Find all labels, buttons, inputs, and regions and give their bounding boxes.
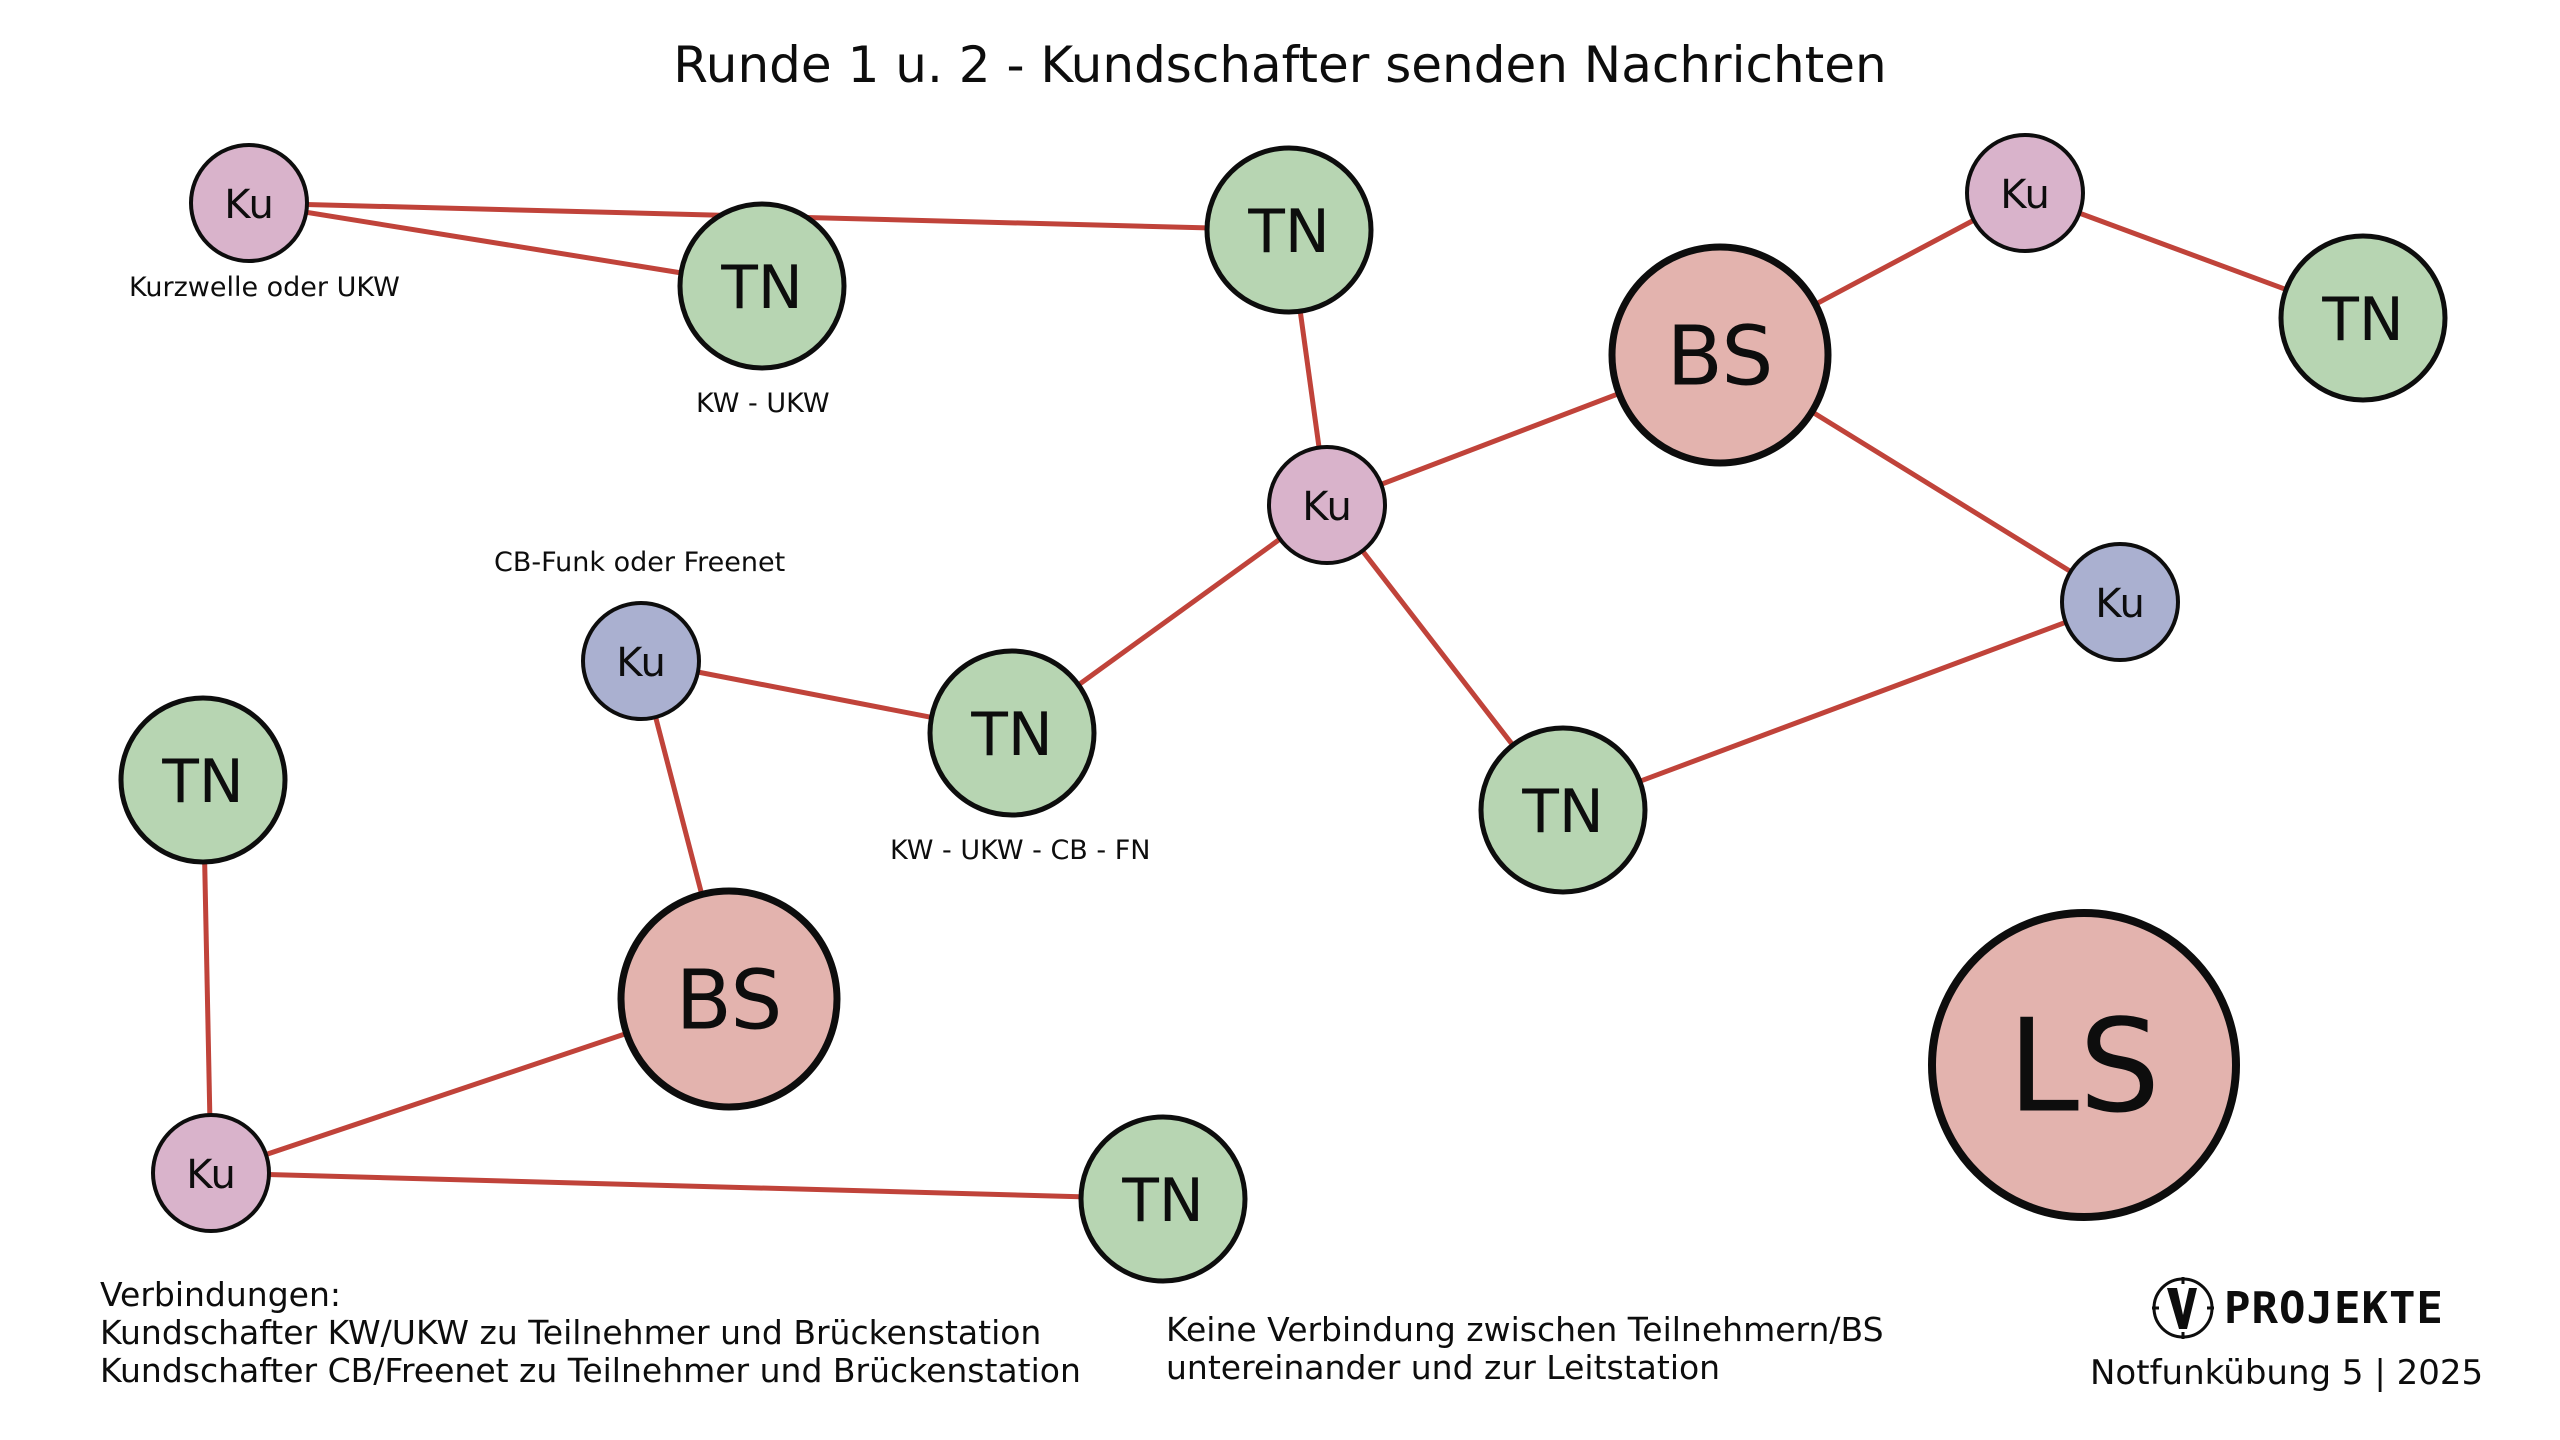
node-ku6: Ku [151, 1113, 271, 1233]
event-label: Notfunkübung 5 | 2025 [2090, 1353, 2484, 1393]
node-label: TN [2321, 285, 2404, 355]
node-circle [927, 648, 1097, 818]
footer-no-connection-note: Keine Verbindung zwischen Teilnehmern/BS… [1166, 1310, 1884, 1387]
node-circle [1078, 1114, 1248, 1284]
node-circle [1608, 243, 1832, 467]
node-circle [118, 695, 288, 865]
node-circle [1478, 725, 1648, 895]
logo: PROJEKTE [2150, 1275, 2444, 1341]
node-label: BS [676, 954, 783, 1049]
page-title: Runde 1 u. 2 - Kundschafter senden Nachr… [673, 36, 1887, 94]
node-label: TN [970, 700, 1053, 770]
caption-ku-cb-freenet: CB-Funk oder Freenet [494, 547, 786, 578]
node-label: TN [720, 253, 803, 323]
node-ku4: Ku [2060, 542, 2180, 662]
node-circle [1267, 445, 1387, 565]
node-tn5: TN [1478, 725, 1648, 895]
node-label: Ku [2000, 172, 2050, 218]
node-circle [189, 143, 309, 263]
node-tn2: TN [1204, 145, 1374, 315]
node-label: Ku [2095, 581, 2145, 627]
node-circle [617, 887, 841, 1111]
node-label: TN [1521, 777, 1604, 847]
node-label: TN [1247, 197, 1330, 267]
node-label: Ku [616, 640, 666, 686]
node-circle [151, 1113, 271, 1233]
node-circle [2060, 542, 2180, 662]
node-tn7: TN [1078, 1114, 1248, 1284]
node-label: TN [161, 747, 244, 817]
v-compass-logo-icon [2152, 1277, 2214, 1339]
node-ku5: Ku [581, 601, 701, 721]
node-tn6: TN [118, 695, 288, 865]
node-tn4: TN [927, 648, 1097, 818]
node-circle [1928, 909, 2240, 1221]
node-tn3: TN [2278, 233, 2448, 403]
node-label: BS [1667, 310, 1774, 405]
caption-tn-kw-ukw: KW - UKW [696, 388, 830, 419]
caption-tn-kw-ukw-cb-fn: KW - UKW - CB - FN [890, 835, 1151, 866]
node-ku3: Ku [1965, 133, 2085, 253]
node-ku1: Ku [189, 143, 309, 263]
footer-connections-note: Verbindungen: Kundschafter KW/UKW zu Tei… [100, 1275, 1081, 1390]
node-tn1: TN [677, 201, 847, 371]
node-circle [1965, 133, 2085, 253]
node-circle [581, 601, 701, 721]
node-ku2: Ku [1267, 445, 1387, 565]
edge-ku6-tn7 [210, 1170, 1164, 1202]
node-bs1: BS [1608, 243, 1832, 467]
node-label: Ku [224, 182, 274, 228]
edge-ku1-tn1 [248, 200, 763, 289]
node-label: Ku [186, 1152, 236, 1198]
edge-ku4-tn5 [1562, 599, 2121, 813]
node-ls: LS [1928, 909, 2240, 1221]
node-label: Ku [1302, 484, 1352, 530]
caption-ku-kurzwelle: Kurzwelle oder UKW [129, 272, 400, 303]
node-label: LS [2008, 993, 2161, 1142]
node-label: TN [1121, 1166, 1204, 1236]
node-bs2: BS [617, 887, 841, 1111]
node-circle [2278, 233, 2448, 403]
node-circle [677, 201, 847, 371]
node-circle [1204, 145, 1374, 315]
logo-text: PROJEKTE [2224, 1282, 2444, 1334]
